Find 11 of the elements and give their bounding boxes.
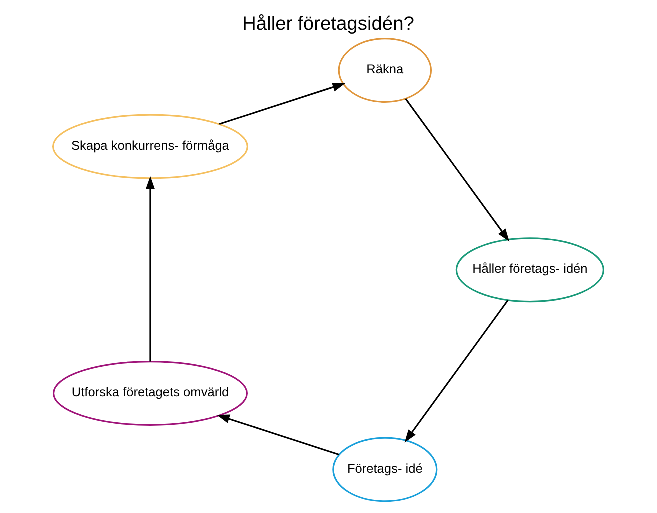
- arrow: [146, 176, 155, 362]
- arrow: [219, 83, 346, 126]
- node-ellipse: Håller företags- idén: [456, 238, 604, 303]
- node-ellipse: Utforska företagets omvärld: [52, 361, 248, 426]
- diagram-title: Håller företagsidén?: [242, 14, 415, 36]
- node-ellipse: Räkna: [338, 38, 432, 103]
- arrow: [405, 98, 510, 242]
- arrow: [404, 300, 509, 443]
- arrow: [217, 414, 340, 456]
- node-ellipse: Skapa konkurrens- förmåga: [52, 114, 248, 180]
- node-ellipse: Företags- idé: [332, 437, 438, 502]
